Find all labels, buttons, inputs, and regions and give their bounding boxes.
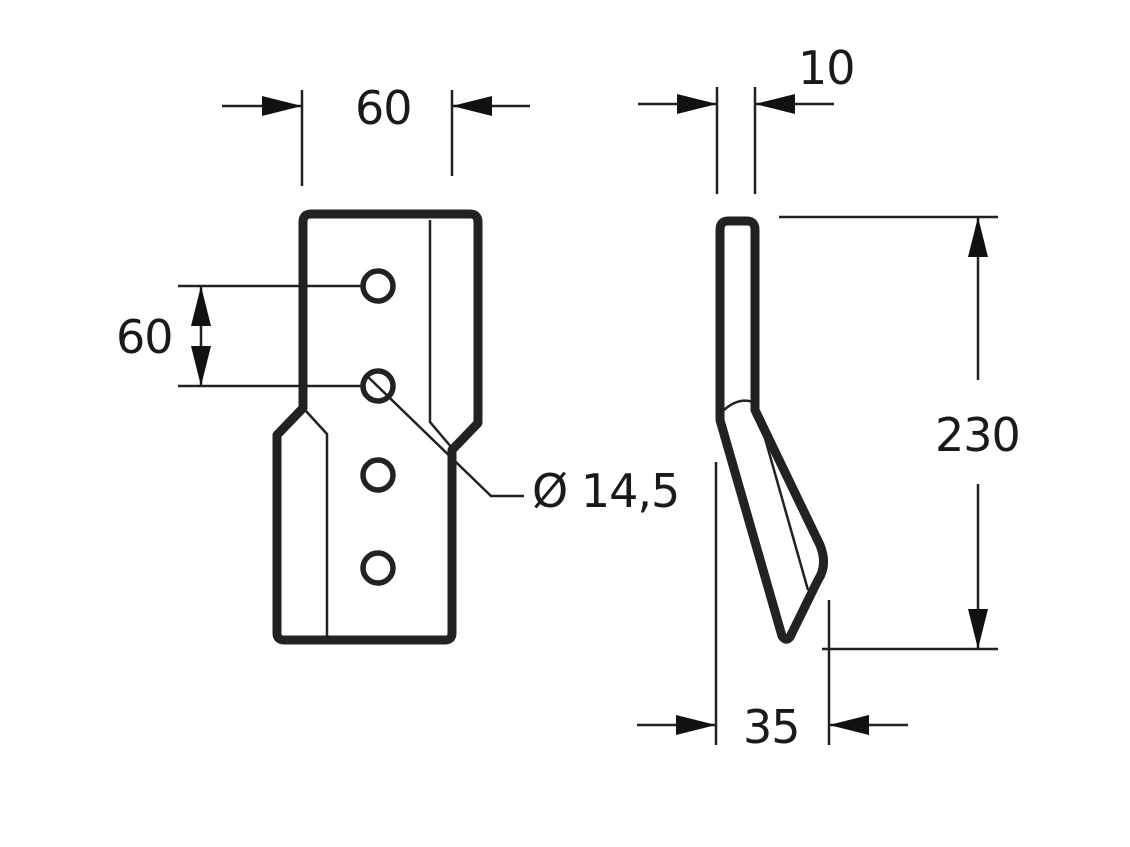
front-view-bevel-upper	[428, 220, 453, 449]
side-view-outline	[715, 216, 828, 644]
dim-arrow	[191, 286, 211, 326]
dim-side-thickness-label: 10	[798, 41, 855, 95]
dim-arrow	[968, 217, 988, 257]
dim-hole-spacing-label: 60	[116, 310, 173, 364]
dim-arrow	[677, 94, 717, 114]
dim-arrow	[968, 609, 988, 649]
mounting-hole	[360, 268, 396, 304]
dim-arrow	[755, 94, 795, 114]
dim-side-height-label: 230	[935, 408, 1020, 462]
dim-hole-spacing: 60	[116, 284, 363, 388]
side-view	[715, 216, 828, 644]
dim-side-height: 230	[779, 215, 1021, 651]
dim-arrow	[191, 346, 211, 386]
side-view-bevel	[723, 399, 810, 591]
dim-arrow	[829, 715, 869, 735]
dim-side-thickness: 10	[638, 41, 856, 194]
dim-side-offset-label: 35	[743, 700, 800, 754]
dim-side-offset: 35	[637, 462, 908, 754]
mounting-hole	[360, 457, 396, 493]
front-view	[272, 209, 483, 645]
dim-hole-diameter: Ø 14,5	[365, 374, 680, 518]
mounting-hole	[360, 550, 396, 586]
dim-arrow	[676, 715, 716, 735]
front-view-outline	[272, 209, 483, 645]
dim-arrow	[262, 96, 302, 116]
dim-front-width: 60	[222, 81, 530, 186]
dim-arrow	[452, 96, 492, 116]
front-view-bevel-lower	[304, 409, 329, 636]
dim-hole-diameter-label: Ø 14,5	[532, 464, 679, 518]
dim-front-width-label: 60	[355, 81, 412, 135]
